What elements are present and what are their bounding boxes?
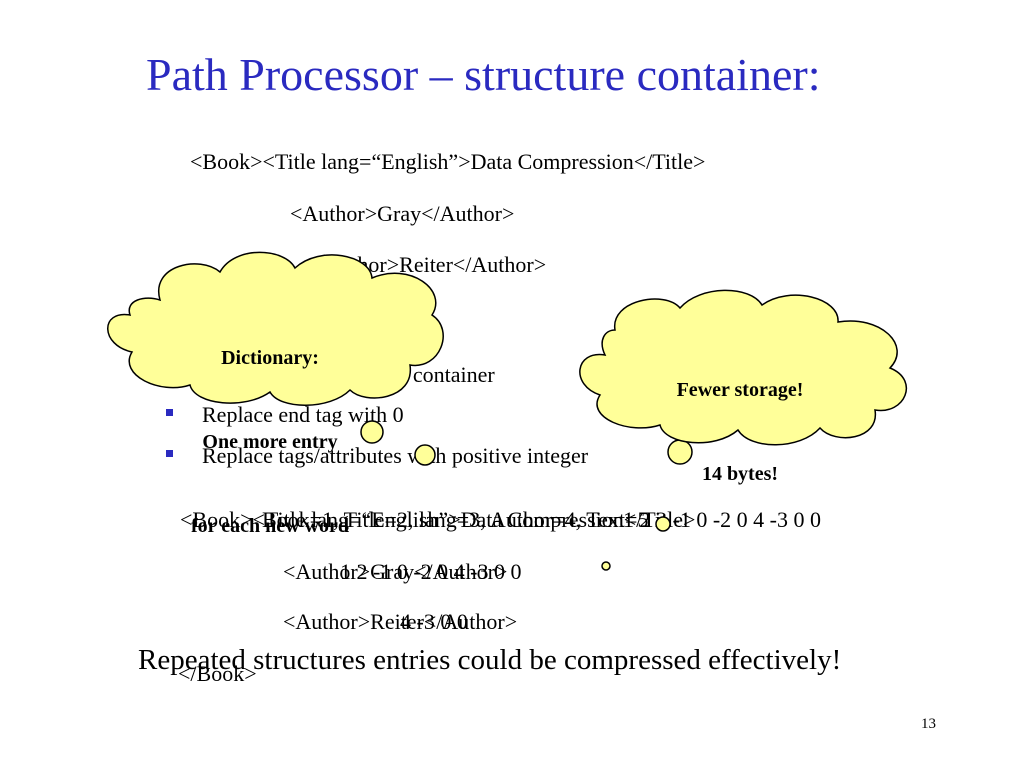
thought-bubble-dot	[414, 444, 436, 466]
page-number: 13	[921, 716, 936, 732]
xml-line-author-reiter: <Author>Reiter</Author>	[312, 252, 547, 277]
bullet-square-icon	[166, 450, 173, 457]
overlap-gray-line: <Author>Gray</Author>	[283, 559, 508, 584]
overlap-end-book: </Book>	[178, 661, 257, 686]
storage-callout-line: Fewer storage!	[676, 379, 804, 401]
overlap-container-line: Book=1, Title=2, lang=3, Author=4, Text=…	[262, 507, 649, 532]
storage-callout: Fewer storage! 14 bytes!	[640, 320, 840, 516]
thought-bubble-dot	[655, 516, 671, 532]
dictionary-callout-line: for each new word	[191, 515, 349, 537]
bullet-item-tags: Replace tags/attributes with positive in…	[202, 443, 589, 468]
bullet-square-icon	[166, 409, 173, 416]
summary-text: Repeated structures entries could be com…	[138, 644, 842, 676]
thought-bubble-dot	[360, 420, 384, 444]
xml-line-author-gray: <Author>Gray</Author>	[290, 201, 515, 226]
dictionary-callout: Dictionary: One more entry for each new …	[150, 288, 390, 568]
storage-callout-line: 14 bytes!	[701, 463, 779, 485]
dictionary-callout-line: Dictionary:	[221, 347, 319, 369]
overlap-reiter-compressed: 4 -3 0 0	[400, 609, 468, 634]
dictionary-callout-line: One more entry	[202, 431, 338, 453]
thought-bubble-dot	[601, 561, 611, 571]
overlap-reiter-line: <Author>Reiter</Author>	[283, 609, 518, 634]
overlap-book-line: <Book><Title lang=“English”>Data Compres…	[180, 507, 696, 532]
slide-title: Path Processor – structure container:	[146, 49, 821, 100]
xml-line-book: <Book><Title lang=“English”>Data Compres…	[190, 149, 706, 174]
bullet-item-end-tag: Replace end tag with 0	[202, 402, 404, 427]
overlap-compressed-line-2: 1 2 -1 0 -2 0 4 -3 0 0	[340, 559, 522, 584]
